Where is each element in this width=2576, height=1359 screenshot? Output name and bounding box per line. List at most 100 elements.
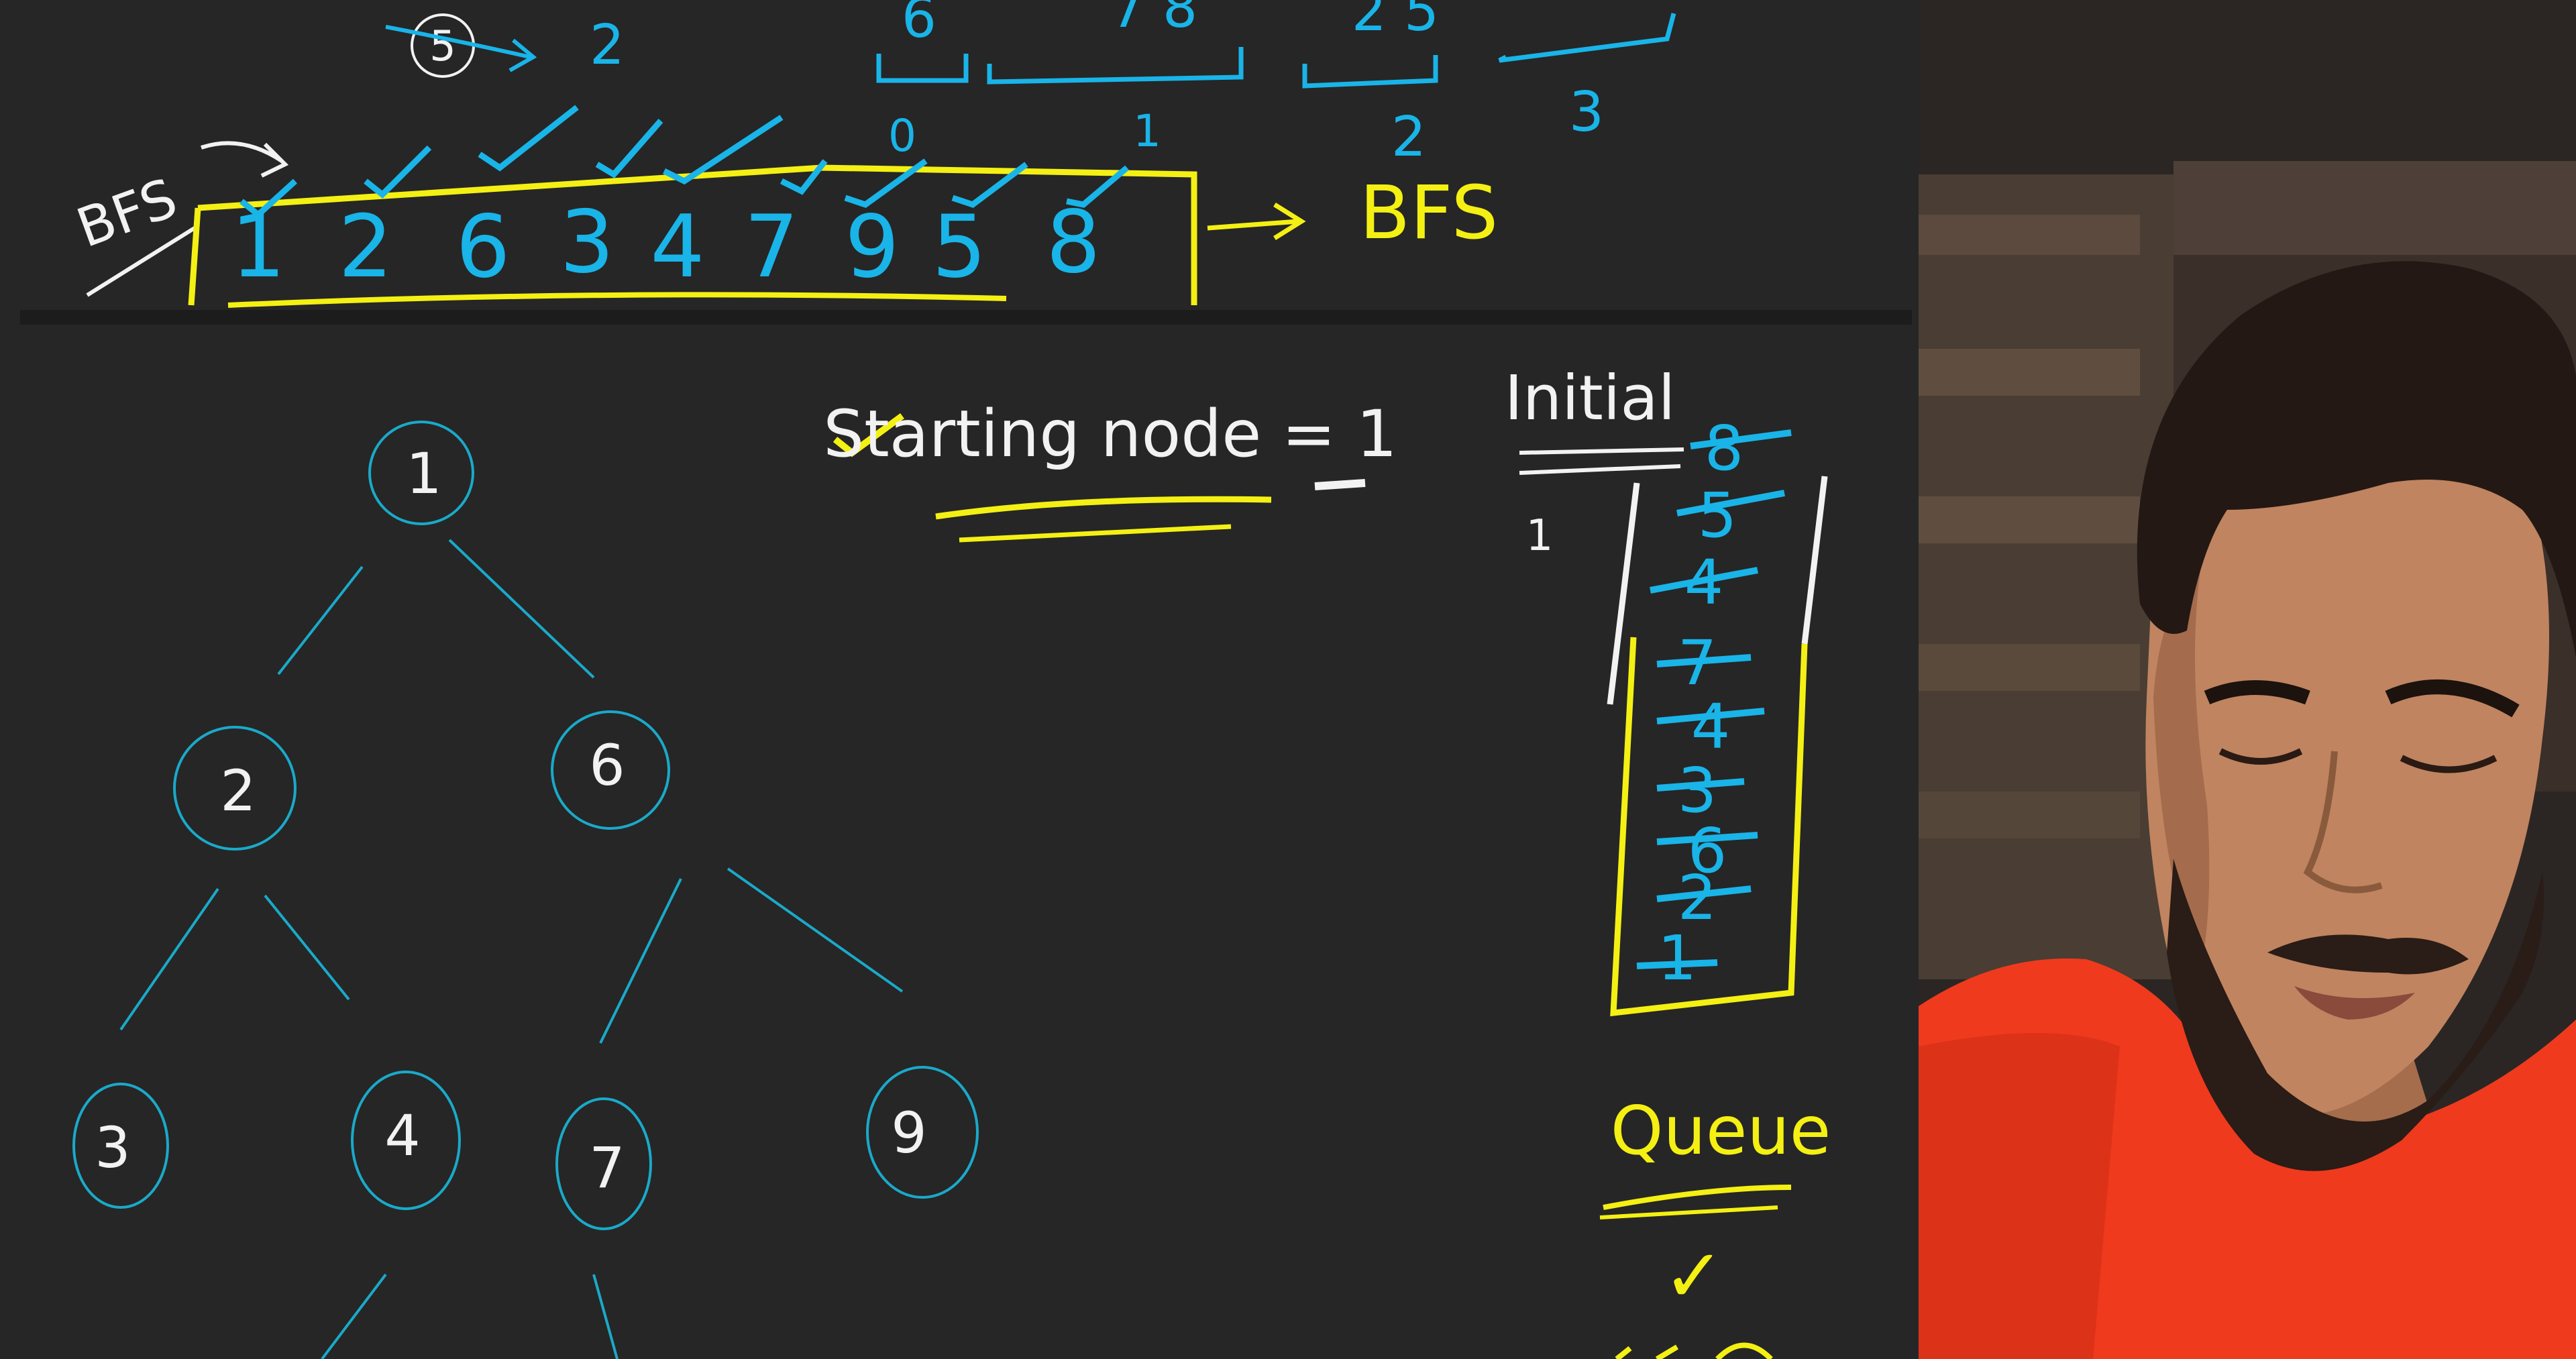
webcam-panel	[1919, 0, 2576, 1359]
strike-mark	[1656, 885, 1752, 902]
shirt-shadow	[1919, 1033, 2120, 1359]
bfs-result-arrowhead	[1273, 203, 1306, 240]
strike-mark	[1656, 832, 1758, 845]
queue-check-mark: ✓	[1663, 1233, 1725, 1319]
level-number-3: 3	[1569, 80, 1604, 144]
check-mark	[239, 178, 298, 219]
strike-mark	[1656, 654, 1752, 667]
strike-mark	[1656, 708, 1765, 724]
bfs-row: BFS 1 2 6 3 4 7 9 5 8	[69, 105, 1499, 308]
bfs-item-7: 9	[845, 197, 899, 297]
bfs-item-8: 5	[932, 197, 986, 297]
tree-node-circle	[551, 710, 670, 830]
queue-wall-left-white	[1607, 482, 1640, 705]
queue-bottom-partial	[1615, 1342, 1773, 1359]
check-mark	[1066, 165, 1129, 208]
bfs-item-4: 3	[559, 193, 614, 292]
queue-item: 4	[1691, 691, 1731, 763]
starting-node-underline-1	[935, 496, 1272, 520]
tree-edge	[119, 887, 219, 1031]
circled-node-label: 5	[429, 21, 455, 70]
hair	[2137, 261, 2576, 657]
starting-node-value-underline	[1314, 479, 1366, 490]
initial-underline-2	[1519, 464, 1681, 475]
check-mark	[662, 115, 784, 185]
bfs-start-arrowhead	[260, 142, 289, 178]
strike-mark	[1636, 959, 1718, 969]
wall-stripe	[1919, 349, 2140, 396]
queue-wall-right-white	[1801, 476, 1828, 645]
bfs-result-arrow	[1207, 219, 1299, 231]
ceiling-band	[2174, 161, 2576, 255]
queue-area: Initial 1 8 5 4 7 4 3 6 2 1	[1505, 362, 1831, 1359]
tree-edge	[277, 565, 364, 675]
eye-right	[2400, 755, 2498, 773]
starting-node-underline-2	[959, 524, 1232, 543]
queue-item: 5	[1698, 480, 1737, 551]
whiteboard-drawing: 5 2 6 7 8 2 5 0 1 2 3 BFS	[68, 0, 1831, 1359]
tree-node-label: 3	[95, 1115, 130, 1181]
queue-container	[1610, 637, 1808, 1017]
face-shadow	[2153, 570, 2210, 973]
initial-label: Initial	[1505, 362, 1676, 434]
bfs-result-label: BFS	[1360, 170, 1499, 256]
bfs-underline-stroke	[86, 226, 196, 297]
tree-node-labels: 1 2 6 3 4 7 9	[95, 441, 926, 1201]
check-mark	[595, 119, 663, 178]
queue-label: Queue	[1611, 1091, 1831, 1170]
wall-panel	[1919, 174, 2174, 979]
check-mark	[951, 162, 1028, 209]
mustache	[2267, 934, 2469, 975]
bfs-box-top	[197, 164, 1197, 305]
queue-item: 8	[1705, 413, 1744, 484]
circled-node-arrow	[385, 25, 531, 59]
stray-mark: 1	[1526, 511, 1554, 561]
nose	[2303, 751, 2383, 893]
level-number-1: 1	[1133, 105, 1161, 157]
bfs-item-5: 4	[650, 197, 704, 297]
bfs-box-left	[188, 207, 201, 306]
whiteboard-canvas: 5 2 6 7 8 2 5 0 1 2 3 BFS	[68, 0, 1831, 1359]
level-bracket-4	[1498, 13, 1676, 63]
tree-node-circle	[72, 1083, 169, 1209]
person-icon	[1919, 0, 2576, 1359]
tree-edges	[119, 539, 904, 1359]
level-number-2: 2	[1391, 105, 1426, 169]
tree-node-circle	[173, 726, 297, 851]
bfs-item-1: 1	[231, 197, 285, 297]
tree-diagram: 1 2 6 3 4 7 9	[72, 421, 979, 1359]
eyebrow-right	[2385, 680, 2520, 718]
tree-edge	[727, 867, 904, 993]
tree-node-label: 9	[891, 1100, 926, 1166]
bfs-item-6: 7	[744, 197, 798, 297]
tree-node-label: 7	[589, 1135, 625, 1201]
strike-mark	[1690, 429, 1792, 449]
tree-edge	[599, 878, 682, 1044]
bfs-item-3: 6	[455, 197, 510, 297]
tree-node-circle	[368, 421, 474, 525]
wall-stripe	[1919, 644, 2140, 691]
queue-underline-1	[1603, 1185, 1792, 1210]
check-mark	[478, 105, 579, 172]
queue-item: 3	[1678, 755, 1717, 826]
tree-node-label: 4	[384, 1103, 420, 1168]
tree-edge	[264, 894, 350, 1001]
tree-edge	[448, 539, 595, 679]
check-mark	[833, 413, 904, 457]
eyebrow-left	[2204, 680, 2310, 705]
queue-item: 1	[1658, 922, 1697, 994]
tree-edge	[592, 1274, 619, 1359]
strike-mark	[1656, 778, 1745, 792]
lips	[2294, 986, 2415, 1020]
level-bracket-1	[876, 54, 969, 83]
strike-mark	[1676, 490, 1785, 517]
top-partial-notes: 5 2 6 7 8 2 5 0 1 2 3	[385, 0, 1676, 169]
level-group-2-members: 7 8	[1110, 0, 1197, 40]
check-mark	[364, 145, 432, 199]
bfs-sequence: 1 2 6 3 4 7 9 5 8	[231, 193, 1100, 297]
beard	[2167, 859, 2544, 1171]
queue-item: 6	[1688, 815, 1727, 887]
tree-node-label: 6	[589, 732, 625, 798]
level-group-3-members: 2 5	[1352, 0, 1439, 44]
eye-left	[2218, 748, 2303, 765]
